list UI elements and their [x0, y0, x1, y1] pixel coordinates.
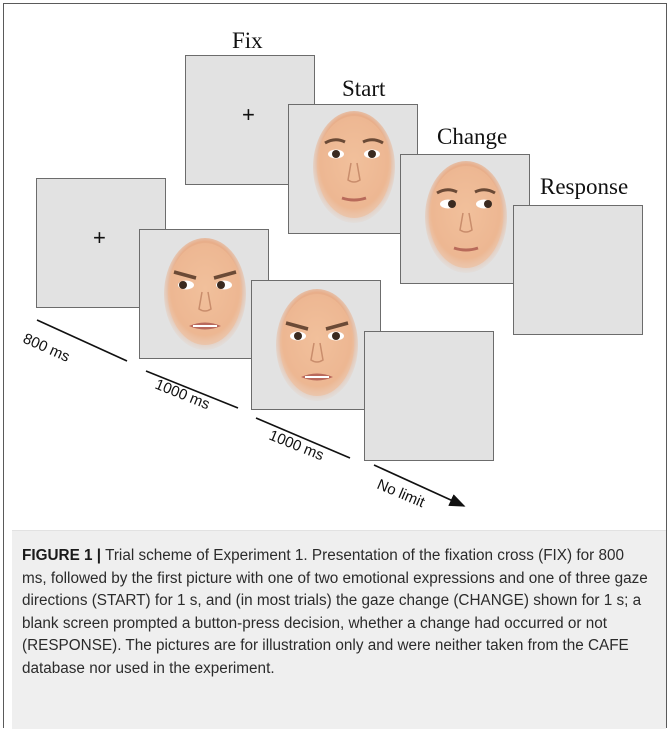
figure-caption: FIGURE 1 | Trial scheme of Experiment 1.… [22, 545, 652, 681]
timeline-axis: 800 ms 1000 ms 1000 ms No limit [0, 0, 672, 530]
trial-scheme-figure: Fix Start Change Response + [0, 0, 672, 530]
caption-text: Trial scheme of Experiment 1. Presentati… [22, 547, 648, 677]
caption-label: FIGURE 1 | [22, 547, 101, 564]
duration-response: No limit [374, 476, 427, 512]
duration-change: 1000 ms [267, 427, 327, 464]
duration-start: 1000 ms [153, 376, 213, 413]
duration-fix: 800 ms [20, 330, 72, 366]
